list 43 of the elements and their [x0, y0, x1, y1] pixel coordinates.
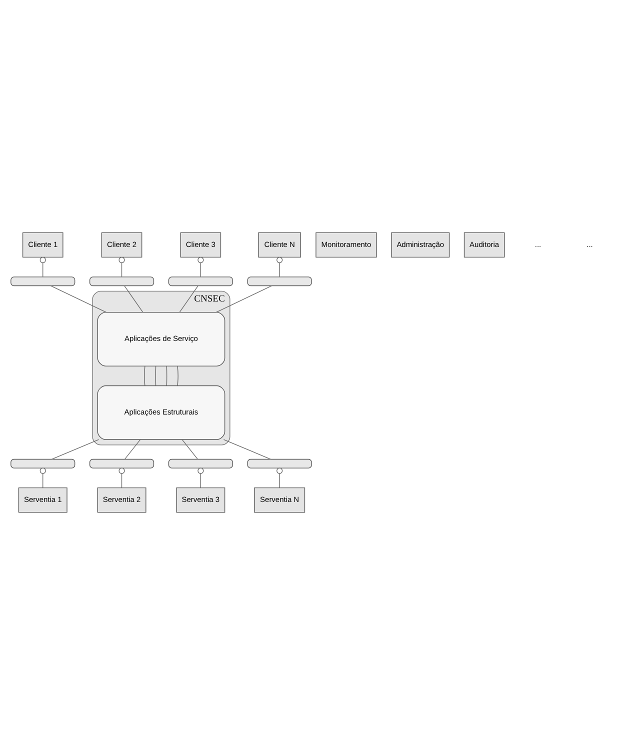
connector: [198, 256, 204, 276]
node-box: Cliente 2: [101, 232, 142, 258]
connector: [182, 438, 198, 459]
node-bar: [10, 458, 76, 468]
node-bar: [247, 458, 312, 468]
node-bar: [89, 458, 154, 468]
node-box: Monitoramento: [316, 232, 377, 258]
connector: [124, 438, 141, 459]
connector: [144, 365, 146, 386]
node-box: Auditoria: [464, 232, 505, 258]
node-box: Serventia 1: [18, 486, 68, 512]
node-bar: [10, 276, 76, 286]
connector: [223, 438, 271, 460]
connector: [276, 256, 283, 276]
node-box: Aplicações de Serviço: [97, 311, 226, 366]
node-box: Serventia 2: [97, 486, 146, 512]
connector: [177, 365, 178, 386]
node-bar: [168, 276, 233, 286]
connector: [155, 365, 156, 386]
node-box: Cliente 3: [180, 232, 222, 258]
connector: [40, 467, 46, 488]
node-box: Serventia 3: [176, 486, 226, 512]
node-bar: [89, 276, 154, 286]
node-box: Administração: [391, 232, 450, 258]
node-bar: [247, 276, 312, 286]
connector: [124, 285, 144, 312]
connector: [118, 467, 125, 488]
connector: [179, 285, 198, 312]
connector: [118, 256, 125, 276]
node-box: Cliente 1: [22, 232, 64, 258]
connector: [40, 256, 46, 276]
connector: [166, 365, 168, 386]
connector: [50, 284, 106, 312]
node-box: Cliente N: [258, 232, 301, 258]
node-box: Aplicações Estruturais: [97, 384, 226, 440]
label: ...: [586, 239, 593, 248]
node-bar: [168, 458, 233, 468]
connector: [276, 467, 283, 488]
connector: [216, 284, 272, 312]
label: ...: [534, 239, 542, 248]
node-box: Serventia N: [254, 486, 306, 512]
connector: [198, 467, 204, 488]
connector: [52, 438, 100, 460]
